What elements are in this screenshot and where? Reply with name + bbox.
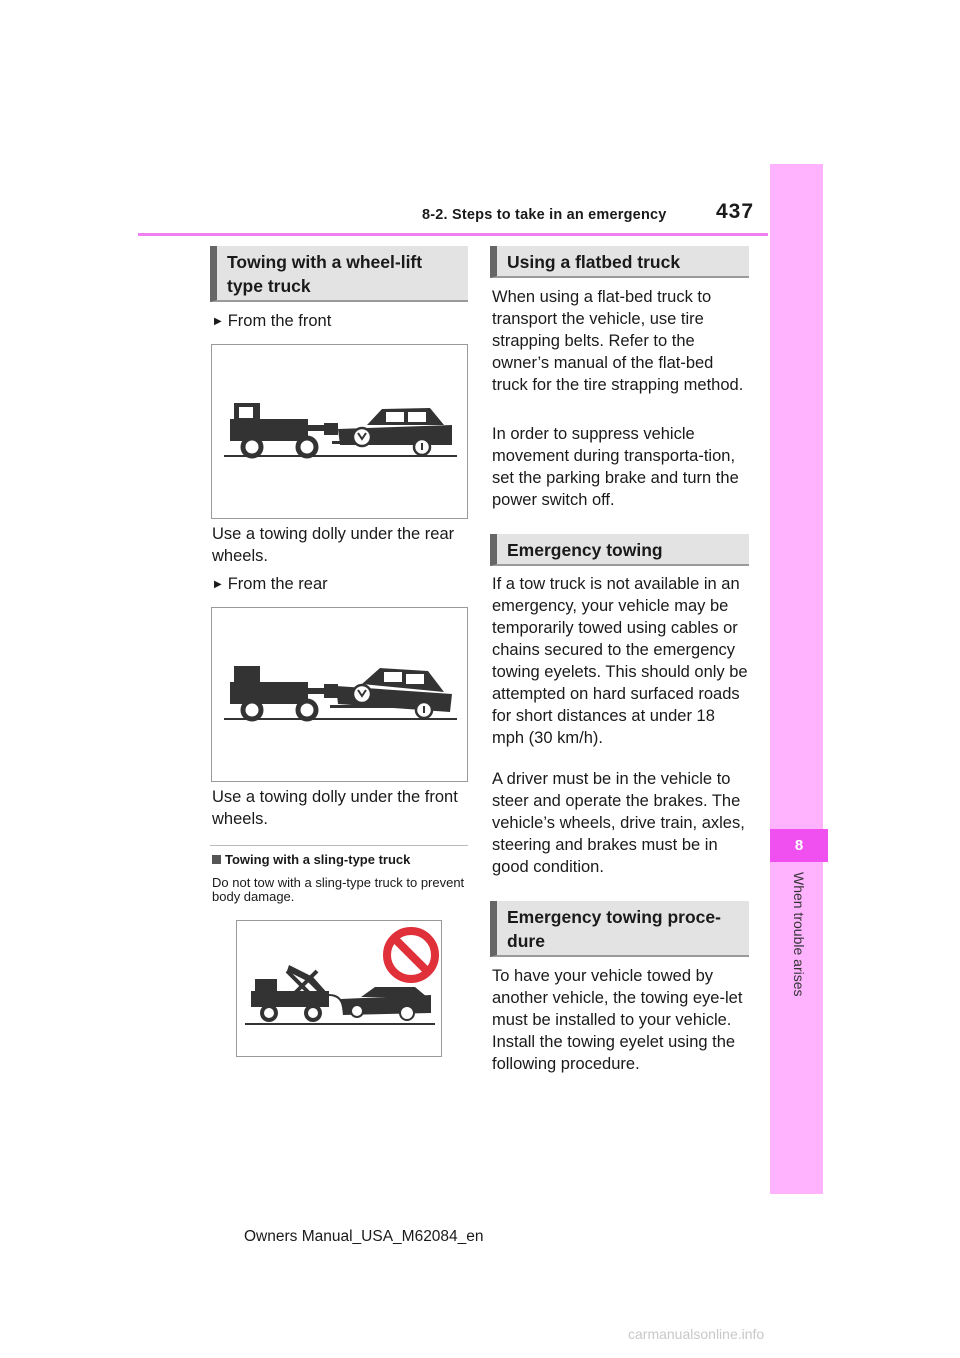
- flatbed-paragraph-1: When using a flat-bed truck to transport…: [492, 288, 744, 394]
- tow-front-illustration: [224, 403, 457, 459]
- emergency-paragraph-2: A driver must be in the vehicle to steer…: [492, 770, 745, 876]
- figure-sling-truck: [236, 920, 442, 1057]
- manual-id: Owners Manual_USA_M62084_en: [244, 1228, 484, 1245]
- front-caption: Use a towing dolly under the rear wheels…: [212, 525, 455, 565]
- heading-flatbed: Using a flatbed truck: [490, 246, 749, 278]
- figure-tow-from-rear: [211, 607, 468, 782]
- sling-text: Do not tow with a sling-type truck to pr…: [212, 875, 465, 904]
- chapter-side-tab: [770, 164, 823, 1194]
- tow-rear-illustration: [224, 666, 457, 722]
- chapter-number: 8: [770, 829, 828, 862]
- header-rule: [138, 233, 768, 236]
- emergency-paragraph-1: If a tow truck is not available in an em…: [492, 575, 748, 747]
- chapter-title: When trouble arises: [791, 872, 807, 997]
- heading-emergency-towing: Emergency towing: [490, 534, 749, 566]
- sling-truck-illustration: [245, 927, 439, 1025]
- from-front-label: From the front: [214, 310, 332, 335]
- divider: [210, 845, 468, 846]
- from-rear-label: From the rear: [214, 573, 328, 598]
- figure-tow-from-front: [211, 344, 468, 519]
- prohibition-icon: [383, 927, 439, 983]
- flatbed-paragraph-2: In order to suppress vehicle movement du…: [492, 425, 739, 509]
- page-number: 437: [716, 200, 755, 223]
- section-title: 8-2. Steps to take in an emergency: [422, 207, 667, 223]
- sling-heading: Towing with a sling-type truck: [212, 852, 410, 867]
- procedure-paragraph: To have your vehicle towed by another ve…: [492, 967, 743, 1073]
- square-bullet-icon: [212, 855, 221, 864]
- sling-heading-text: Towing with a sling-type truck: [225, 852, 411, 867]
- heading-towing-procedure: Emergency towing proce-dure: [490, 901, 749, 957]
- heading-wheel-lift: Towing with a wheel-lift type truck: [210, 246, 468, 302]
- watermark: carmanualsonline.info: [628, 1326, 765, 1342]
- rear-caption: Use a towing dolly under the front wheel…: [212, 788, 458, 828]
